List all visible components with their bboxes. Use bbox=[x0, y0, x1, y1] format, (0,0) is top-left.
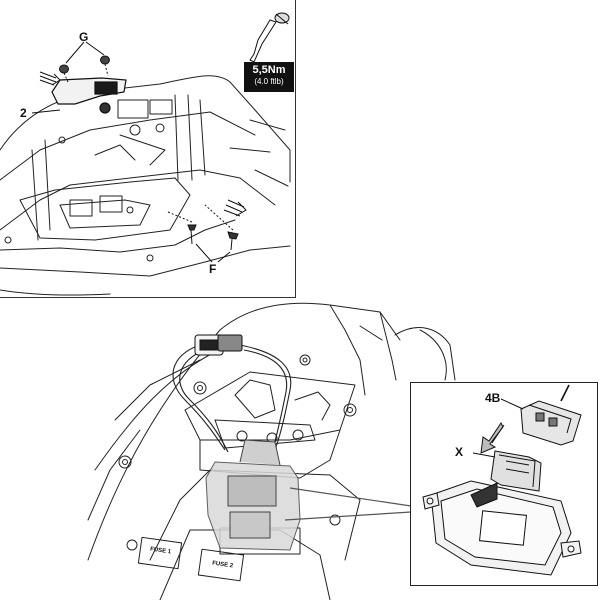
callout-part-2: 2 bbox=[20, 106, 27, 120]
torque-imperial: (4.0 ftlb) bbox=[254, 77, 284, 86]
highlighted-module bbox=[205, 439, 301, 551]
callout-g: G bbox=[79, 30, 89, 44]
torque-spec-label: 5,5Nm (4.0 ftlb) bbox=[244, 62, 294, 92]
torque-bolt-icon bbox=[249, 12, 290, 63]
module-detail-drawing bbox=[422, 384, 582, 576]
detail-inset: 4B X bbox=[410, 382, 598, 586]
callout-module-x: X bbox=[455, 445, 464, 459]
torque-value: 5,5Nm bbox=[252, 64, 286, 76]
callout-f: F bbox=[209, 262, 217, 276]
top-diagram-panel: G 2 F 5,5Nm (4.0 ftlb) bbox=[0, 0, 296, 298]
tail-frame-drawing bbox=[0, 12, 291, 296]
callout-connector-4b: 4B bbox=[485, 391, 501, 405]
